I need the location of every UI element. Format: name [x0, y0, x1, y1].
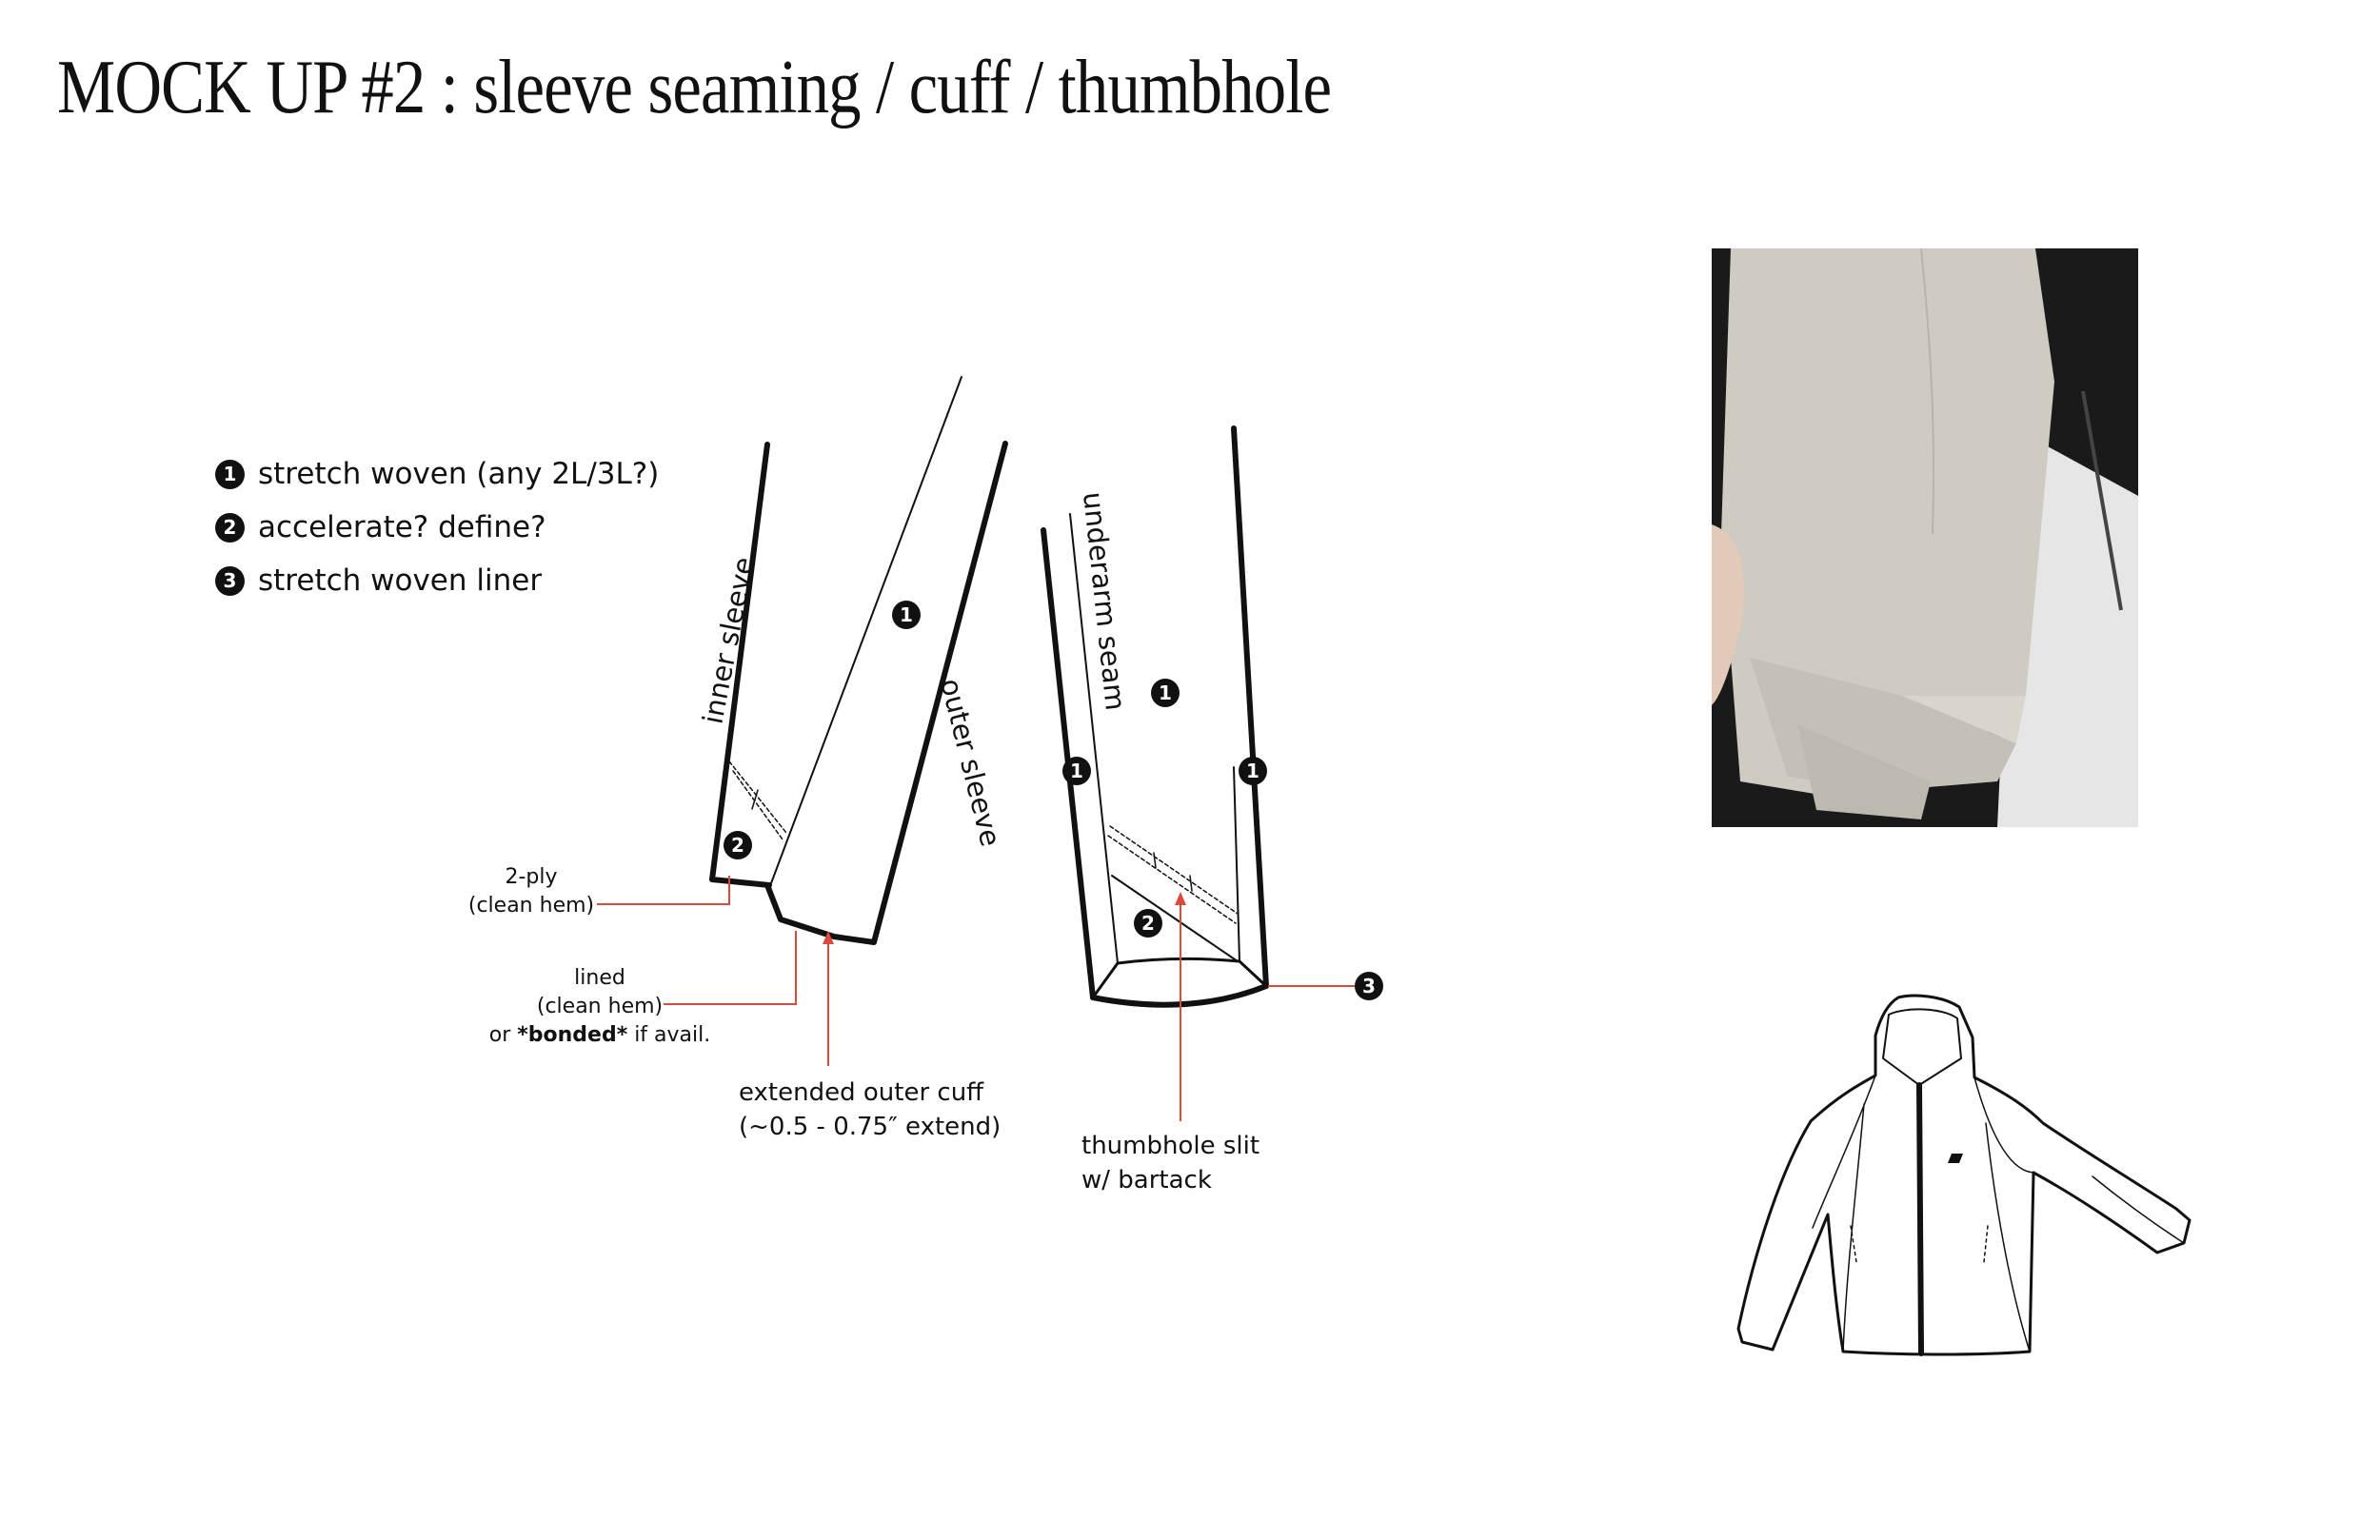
jacket-pocket-left: [1850, 1225, 1857, 1263]
jacket-right-seam: [1973, 1076, 2185, 1352]
callout-extended-line-2: (~0.5 - 0.75″ extend): [739, 1113, 1001, 1141]
callout-two-ply-line: [597, 876, 730, 905]
outer-sleeve-label: outer sleeve: [934, 675, 1007, 849]
legend-item-2: 2 accelerate? define?: [215, 501, 659, 554]
markers: 1 2 1 1 1 2 3: [724, 601, 1383, 1000]
legend: 1 stretch woven (any 2L/3L?) 2 accelerat…: [215, 447, 659, 607]
number-2-icon: 2: [215, 512, 245, 543]
page-title: MOCK UP #2 : sleeve seaming / cuff / thu…: [57, 46, 1332, 129]
right-marker-1-left-label: 1: [1070, 760, 1083, 782]
jacket-body-outline: [1736, 994, 2192, 1356]
right-marker-1-center: 1: [1151, 679, 1180, 707]
right-sleeve-cuff-side: [1091, 961, 1120, 999]
left-marker-1: 1: [892, 601, 921, 629]
inner-sleeve-label: inner sleeve: [696, 554, 760, 726]
left-sleeve-seam-line: [770, 376, 962, 884]
legend-text-1: stretch woven (any 2L/3L?): [258, 457, 660, 491]
callout-two-ply-line-2: (clean hem): [468, 894, 594, 918]
callout-lines: [597, 876, 1358, 1121]
right-marker-1-right: 1: [1239, 757, 1267, 785]
reference-photo-illustration: [1712, 248, 2138, 827]
left-marker-2-label: 2: [731, 834, 744, 857]
underarm-seam-label: underarm seam: [1077, 490, 1132, 712]
callout-bonded-prefix: or: [489, 1023, 518, 1047]
jacket-left-seam: [1812, 1075, 1876, 1352]
jacket-hood-inner: [1882, 1008, 1962, 1086]
left-marker-2: 2: [724, 831, 752, 859]
callout-bonded-bold: *bonded*: [517, 1023, 627, 1047]
legend-item-1: 1 stretch woven (any 2L/3L?): [215, 447, 659, 501]
callout-thumbhole: thumbhole slit w/ bartack: [1081, 1132, 1259, 1194]
callout-thumbhole-line-2: w/ bartack: [1081, 1166, 1212, 1194]
right-marker-2: 2: [1134, 909, 1162, 938]
callout-thumbhole-arrow-icon: [1175, 892, 1186, 905]
right-marker-1-left: 1: [1062, 757, 1091, 785]
right-sleeve-right-seam: [1233, 766, 1240, 962]
nb-logo-icon: [1948, 1154, 1963, 1163]
right-sleeve-cuff-top: [1116, 957, 1268, 988]
callout-extended-line-1: extended outer cuff: [739, 1078, 984, 1107]
callout-lined-line: [664, 931, 797, 1005]
left-sleeve-bartack: [751, 789, 759, 810]
callout-bonded-line: or *bonded* if avail.: [489, 1023, 711, 1047]
left-marker-1-label: 1: [900, 603, 913, 626]
jacket-pocket-right: [1983, 1225, 1989, 1263]
left-sleeve-inner-edge: [709, 442, 772, 888]
legend-text-3: stretch woven liner: [258, 563, 543, 598]
right-sleeve-slit-stitch: [1107, 825, 1239, 924]
right-sleeve-thumbhole-slit: [1111, 875, 1239, 962]
left-sleeve-outer-edge: [764, 441, 1008, 945]
callout-extended-arrow-icon: [823, 931, 834, 944]
callout-lined: lined (clean hem) or *bonded* if avail.: [489, 966, 711, 1047]
right-marker-2-label: 2: [1141, 912, 1155, 935]
callout-two-ply-line-1: 2-ply: [505, 865, 557, 889]
right-sleeve-underarm-seam: [1069, 513, 1119, 964]
jacket-zipper: [1916, 1082, 1924, 1356]
right-sleeve-cuff-bottom: [1090, 983, 1269, 1008]
right-sleeve-right-edge: [1231, 425, 1269, 989]
jacket-sketch: [1736, 994, 2192, 1356]
left-sleeve-cuff-stitch: [728, 760, 787, 840]
right-marker-3: 3: [1355, 972, 1383, 1000]
right-marker-1-center-label: 1: [1159, 681, 1172, 704]
right-marker-1-right-label: 1: [1246, 760, 1259, 782]
right-sleeve-bartack: [1153, 852, 1193, 892]
callout-thumbhole-line-1: thumbhole slit: [1081, 1132, 1259, 1160]
legend-item-3: 3 stretch woven liner: [215, 554, 659, 607]
number-1-icon: 1: [215, 459, 245, 489]
left-sleeve: [709, 376, 1008, 945]
callout-two-ply: 2-ply (clean hem): [468, 865, 594, 918]
reference-photo: [1712, 248, 2138, 827]
callout-extended: extended outer cuff (~0.5 - 0.75″ extend…: [739, 1078, 1001, 1141]
callout-lined-line-1: lined: [574, 966, 625, 990]
number-3-icon: 3: [215, 565, 245, 596]
right-marker-3-label: 3: [1362, 975, 1376, 997]
legend-text-2: accelerate? define?: [258, 510, 546, 544]
callout-bonded-suffix: if avail.: [627, 1023, 710, 1047]
callout-lined-line-2: (clean hem): [537, 995, 663, 1018]
